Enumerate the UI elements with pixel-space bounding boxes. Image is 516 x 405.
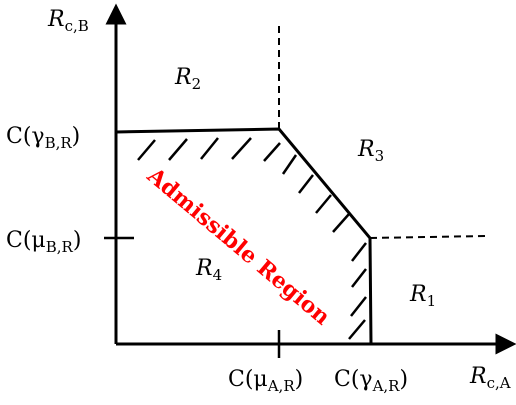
region-label-r4: R4 — [195, 256, 222, 284]
x-axis-label: Rc,A — [469, 364, 511, 392]
x-tick-label-gamma: C(γA,R) — [334, 367, 408, 395]
dashed-line-right — [369, 235, 487, 239]
admissible-region-label: Admissible Region — [141, 162, 335, 330]
hatching — [137, 137, 367, 340]
region-label-r2: R2 — [174, 65, 201, 93]
x-tick-label-mu: C(μA,R) — [228, 367, 303, 395]
region-boundary — [115, 127, 373, 345]
y-tick-label-gamma: C(γB,R) — [6, 124, 80, 152]
region-label-r3: R3 — [357, 137, 384, 165]
region-label-r1: R1 — [409, 282, 436, 310]
y-tick-label-mu: C(μB,R) — [6, 228, 81, 256]
y-axis-label: Rc,B — [47, 7, 89, 35]
